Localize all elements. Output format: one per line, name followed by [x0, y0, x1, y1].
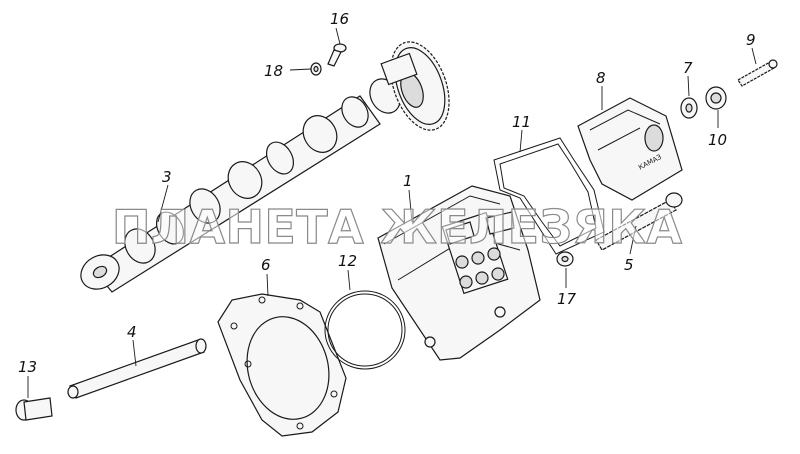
callout-4: 4 [127, 323, 137, 341]
bolt-16 [327, 43, 347, 67]
callout-16: 16 [330, 10, 349, 28]
o-ring [324, 290, 406, 370]
callout-6: 6 [261, 256, 271, 274]
washer-17 [556, 251, 574, 267]
callout-3: 3 [162, 168, 172, 186]
valve-cover: КАМАЗ [577, 97, 683, 201]
cylinder-head [377, 185, 541, 361]
callout-1: 1 [403, 172, 413, 190]
push-rod [67, 338, 207, 399]
stud-9 [737, 59, 778, 87]
callout-5: 5 [624, 256, 634, 274]
washer-18 [310, 62, 322, 76]
callout-12: 12 [338, 252, 357, 270]
long-bolt-5 [595, 192, 683, 251]
camshaft [80, 78, 401, 293]
washer-7 [680, 97, 698, 119]
callout-10: 10 [708, 131, 727, 149]
callout-18: 18 [264, 62, 283, 80]
valve-cover-gasket [493, 137, 605, 255]
callout-7: 7 [683, 59, 693, 77]
callout-8: 8 [596, 69, 606, 87]
bolt-13 [15, 397, 53, 421]
head-gasket [217, 293, 347, 437]
camshaft-gear [380, 41, 450, 131]
callout-17: 17 [557, 290, 577, 308]
leader-lines [27, 27, 757, 398]
callout-9: 9 [746, 31, 756, 49]
washer-10 [705, 86, 727, 110]
callout-11: 11 [512, 113, 531, 131]
watermark-text: ПЛАНЕТА ЖЕЛЕЗЯКА [112, 200, 684, 254]
callout-13: 13 [18, 358, 37, 376]
